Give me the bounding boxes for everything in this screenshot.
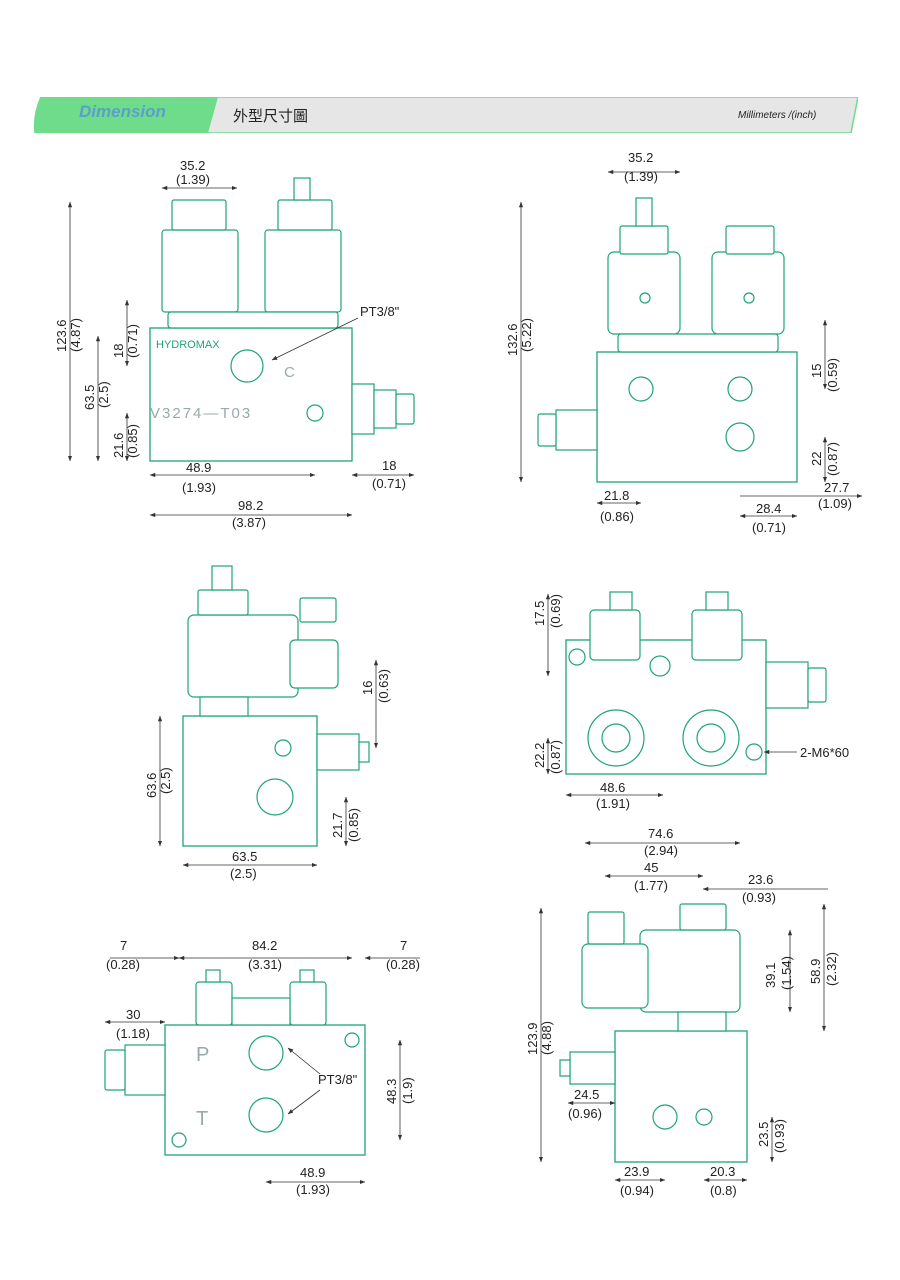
dim-16-in: (0.63) bbox=[376, 669, 391, 703]
dim-132-6-in: (5.22) bbox=[519, 318, 534, 352]
header-shape bbox=[33, 97, 858, 133]
dim-74-6-in: (2.94) bbox=[644, 843, 678, 858]
dim-48-9: 48.9 bbox=[300, 1165, 325, 1180]
header-title: Dimension bbox=[79, 102, 166, 121]
view-4-front-bottom: 17.5 (0.69) 22.2 (0.87) 48.6 (1.91) 2-M6… bbox=[532, 591, 849, 811]
port-t-label: T bbox=[196, 1108, 210, 1130]
dim-98-2: 98.2 bbox=[238, 498, 263, 513]
dim-21-8: 21.8 bbox=[604, 488, 629, 503]
dim-18-r: 18 bbox=[382, 458, 396, 473]
dim-15-in: (0.59) bbox=[825, 358, 840, 392]
dim-74-6: 74.6 bbox=[648, 826, 673, 841]
view-6-side-right: 74.6 (2.94) 45 (1.77) 23.6 (0.93) 39.1 (… bbox=[525, 826, 839, 1198]
dim-18-r-in: (0.71) bbox=[372, 476, 406, 491]
dim-24-5-in: (0.96) bbox=[568, 1106, 602, 1121]
dim-35-2-in: (1.39) bbox=[624, 169, 658, 184]
model-label: V3274—T03 bbox=[150, 405, 252, 422]
dim-18-in: (0.71) bbox=[125, 324, 140, 358]
dim-28-4: 28.4 bbox=[756, 501, 781, 516]
dim-23-6: 23.6 bbox=[748, 872, 773, 887]
dim-48-6-in: (1.91) bbox=[596, 796, 630, 811]
dim-21-6: 21.6 bbox=[111, 433, 126, 458]
dim-17-5-in: (0.69) bbox=[548, 594, 563, 628]
dim-21-8-in: (0.86) bbox=[600, 509, 634, 524]
header-units: Millimeters /(inch) bbox=[738, 110, 817, 121]
dim-23-9: 23.9 bbox=[624, 1164, 649, 1179]
dim-16: 16 bbox=[360, 681, 375, 695]
dim-63-6: 63.6 bbox=[144, 773, 159, 798]
dim-84-2-in: (3.31) bbox=[248, 957, 282, 972]
dim-27-7: 27.7 bbox=[824, 480, 849, 495]
dim-123-6-in: (4.87) bbox=[68, 318, 83, 352]
dim-48-9-in: (1.93) bbox=[296, 1182, 330, 1197]
dim-7-r: 7 bbox=[400, 938, 407, 953]
view-2-rear: 35.2 (1.39) 132.6 (5.22) 15 (0.59) 22 (0… bbox=[505, 150, 863, 535]
dim-48-3: 48.3 bbox=[384, 1079, 399, 1104]
dim-21-6-in: (0.85) bbox=[125, 424, 140, 458]
port-c-label: C bbox=[284, 364, 297, 381]
dim-7-l-in: (0.28) bbox=[106, 957, 140, 972]
dim-123-9: 123.9 bbox=[525, 1022, 540, 1055]
header-subtitle: 外型尺寸圖 bbox=[233, 108, 309, 125]
dim-23-5: 23.5 bbox=[756, 1122, 771, 1147]
dim-48-6: 48.6 bbox=[600, 780, 625, 795]
dim-28-4-in: (0.71) bbox=[752, 520, 786, 535]
dim-123-6: 123.6 bbox=[54, 319, 69, 352]
dim-22-2: 22.2 bbox=[532, 743, 547, 768]
dim-39-1: 39.1 bbox=[763, 963, 778, 988]
dim-18: 18 bbox=[111, 344, 126, 358]
dim-24-5: 24.5 bbox=[574, 1087, 599, 1102]
dim-123-9-in: (4.88) bbox=[539, 1021, 554, 1055]
dim-20-3-in: (0.8) bbox=[710, 1183, 737, 1198]
dim-27-7-in: (1.09) bbox=[818, 496, 852, 511]
dim-63-5-in: (2.5) bbox=[230, 866, 257, 881]
dim-7-l: 7 bbox=[120, 938, 127, 953]
dim-48-3-in: (1.9) bbox=[400, 1077, 415, 1104]
dim-30-in: (1.18) bbox=[116, 1026, 150, 1041]
dim-48-9: 48.9 bbox=[186, 460, 211, 475]
view-1-front: HYDROMAX V3274—T03 C PT3/8" 35.2 (1.39) … bbox=[54, 158, 415, 530]
dim-23-5-in: (0.93) bbox=[772, 1119, 787, 1153]
dim-39-1-in: (1.54) bbox=[779, 956, 794, 990]
dim-21-7: 21.7 bbox=[330, 813, 345, 838]
dim-45-in: (1.77) bbox=[634, 878, 668, 893]
port-p-label: P bbox=[196, 1044, 211, 1066]
dim-7-r-in: (0.28) bbox=[386, 957, 420, 972]
port-label: PT3/8" bbox=[360, 304, 400, 319]
dim-23-9-in: (0.94) bbox=[620, 1183, 654, 1198]
dim-132-6: 132.6 bbox=[505, 323, 520, 356]
dim-23-6-in: (0.93) bbox=[742, 890, 776, 905]
dim-58-9-in: (2.32) bbox=[824, 952, 839, 986]
dim-63-5-in: (2.5) bbox=[96, 381, 111, 408]
dim-22: 22 bbox=[809, 452, 824, 466]
dim-98-2-in: (3.87) bbox=[232, 515, 266, 530]
dim-63-5: 63.5 bbox=[82, 385, 97, 410]
port-label: PT3/8" bbox=[318, 1072, 358, 1087]
dim-22-2-in: (0.87) bbox=[548, 740, 563, 774]
view-3-side: 16 (0.63) 63.6 (2.5) 21.7 (0.85) 63.5 (2… bbox=[144, 565, 391, 881]
dim-30: 30 bbox=[126, 1007, 140, 1022]
dim-84-2: 84.2 bbox=[252, 938, 277, 953]
dim-63-5: 63.5 bbox=[232, 849, 257, 864]
dim-45: 45 bbox=[644, 860, 658, 875]
dim-22-in: (0.87) bbox=[825, 442, 840, 476]
header-band: Dimension 外型尺寸圖 Millimeters /(inch) bbox=[33, 97, 858, 133]
dim-35-2: 35.2 bbox=[628, 150, 653, 165]
dim-20-3: 20.3 bbox=[710, 1164, 735, 1179]
dim-58-9: 58.9 bbox=[808, 959, 823, 984]
callout-m6: 2-M6*60 bbox=[800, 745, 849, 760]
view-5-top: P T PT3/8" 7 (0.28) 84.2 (3.31) 7 (0.28)… bbox=[104, 938, 420, 1197]
dim-63-6-in: (2.5) bbox=[158, 767, 173, 794]
dim-21-7-in: (0.85) bbox=[346, 808, 361, 842]
brand-label: HYDROMAX bbox=[156, 339, 220, 351]
dim-15: 15 bbox=[809, 364, 824, 378]
dim-48-9-in: (1.93) bbox=[182, 480, 216, 495]
dim-35-2-in: (1.39) bbox=[176, 172, 210, 187]
dim-17-5: 17.5 bbox=[532, 601, 547, 626]
dim-35-2: 35.2 bbox=[180, 158, 205, 173]
